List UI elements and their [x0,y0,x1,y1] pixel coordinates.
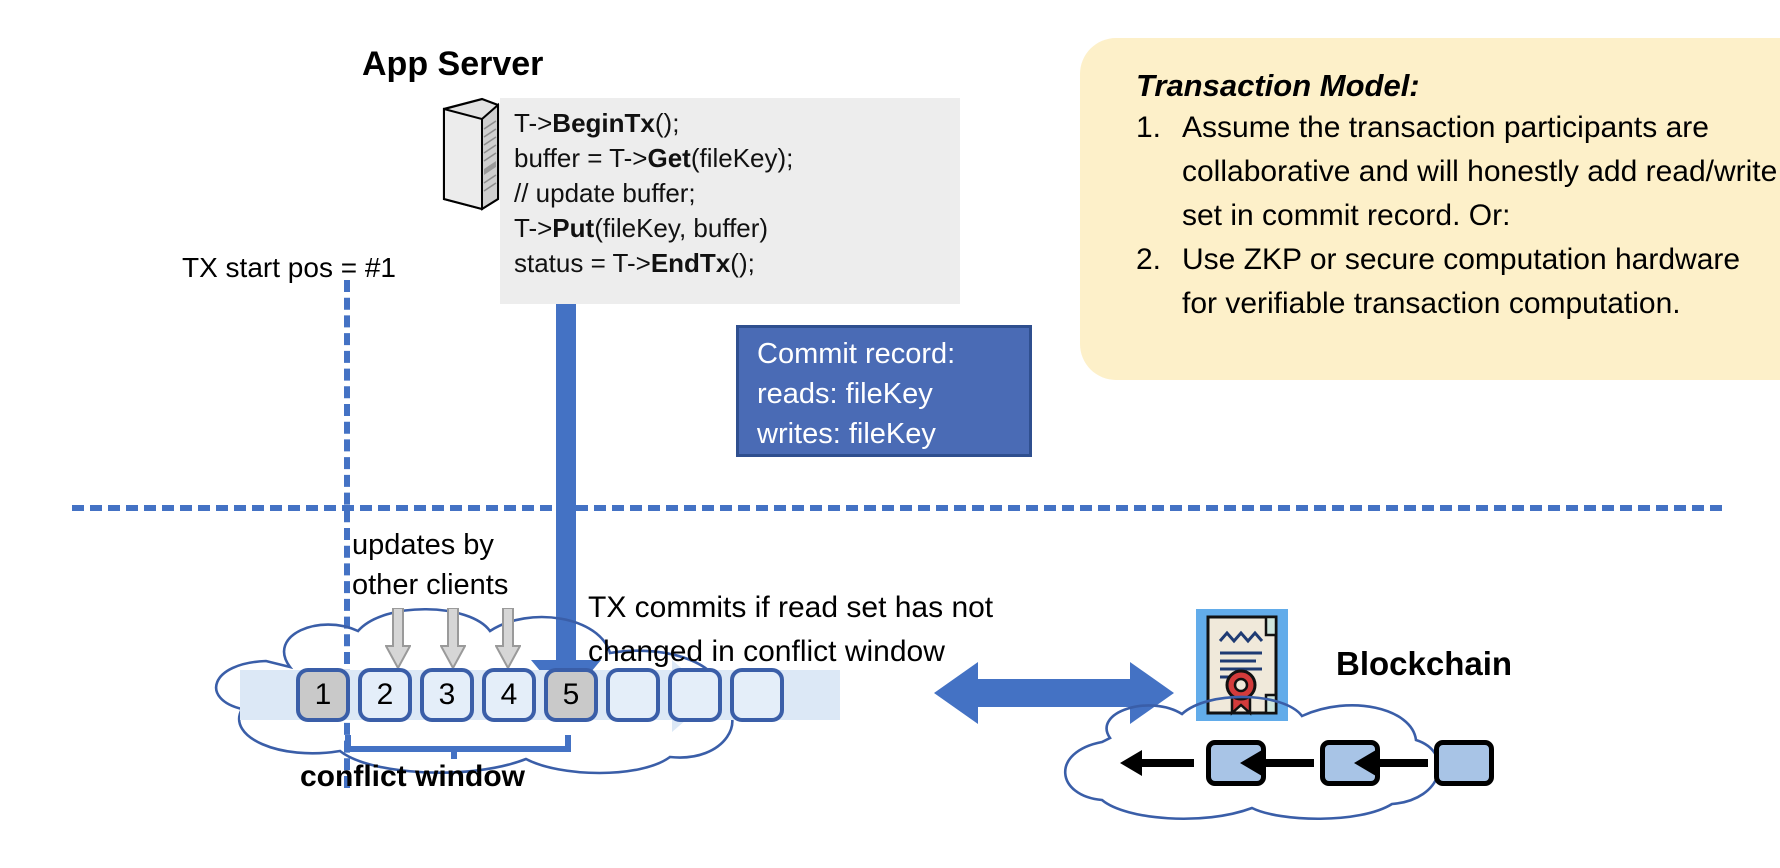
list-text: Use ZKP or secure computation hardware f… [1182,243,1741,320]
list-text: Assume the transaction participants are … [1182,111,1778,232]
tx-start-pos-label: TX start pos = #1 [182,252,396,283]
log-block[interactable]: 5 [544,668,598,722]
commit-record-box: Commit record: reads: fileKey writes: fi… [736,325,1032,457]
tx-start-dashed-line [344,280,350,788]
update-arrow-icon [385,608,411,670]
bidirectional-sync-arrow-icon [934,662,1174,724]
updates-label-line1: updates by [352,529,494,561]
chain-link-arrow-icon [1354,750,1428,776]
code-snippet-box: T->BeginTx(); buffer = T->Get(fileKey); … [500,98,960,304]
layer-divider-dashed-line [72,505,1722,511]
log-block[interactable] [606,668,660,722]
log-block[interactable] [668,668,722,722]
certificate-seal-icon [1196,609,1288,721]
log-block[interactable] [730,668,784,722]
tx-commits-line2: changed in conflict window [588,635,945,668]
chain-link-arrow-icon [1240,750,1314,776]
conflict-window-label: conflict window [300,760,525,793]
commit-connector-segment [556,304,576,504]
code-line-4: status = T->EndTx(); [514,248,755,278]
log-cloud-icon [214,608,734,775]
blockchain-label: Blockchain [1336,645,1513,682]
log-block[interactable]: 4 [482,668,536,722]
transaction-model-title: Transaction Model: [1136,68,1420,103]
commit-record-line-2: writes: fileKey [757,418,936,450]
code-line-3: T->Put(fileKey, buffer) [514,213,769,243]
update-arrow-icon [495,608,521,670]
chain-block[interactable] [1434,740,1494,786]
chain-link-arrow-icon [1120,750,1194,776]
list-number: 1. [1136,111,1162,144]
log-block[interactable]: 2 [358,668,412,722]
server-tower-icon [442,97,500,211]
tx-commits-line1: TX commits if read set has not [588,591,994,624]
code-line-2: // update buffer; [514,178,696,208]
conflict-window-bracket [345,735,571,759]
log-block[interactable]: 3 [420,668,474,722]
transaction-model-item-2: 2. Use ZKP or secure computation hardwar… [1136,238,1780,326]
transaction-model-item-1: 1. Assume the transaction participants a… [1136,106,1780,238]
app-server-title: App Server [362,45,544,83]
updates-label-line2: other clients [352,569,509,601]
update-arrow-icon [440,608,466,670]
updates-by-other-clients-label: updates by other clients [352,525,508,605]
code-line-1: buffer = T->Get(fileKey); [514,143,794,173]
list-number: 2. [1136,243,1162,276]
commit-connector-segment [556,490,576,670]
commit-record-line-0: Commit record: [757,338,956,370]
code-line-0: T->BeginTx(); [514,108,680,138]
commit-record-line-1: reads: fileKey [757,378,933,410]
log-block[interactable]: 1 [296,668,350,722]
transaction-model-box: Transaction Model: 1. Assume the transac… [1080,38,1780,380]
tx-commits-caption: TX commits if read set has not changed i… [588,586,993,674]
